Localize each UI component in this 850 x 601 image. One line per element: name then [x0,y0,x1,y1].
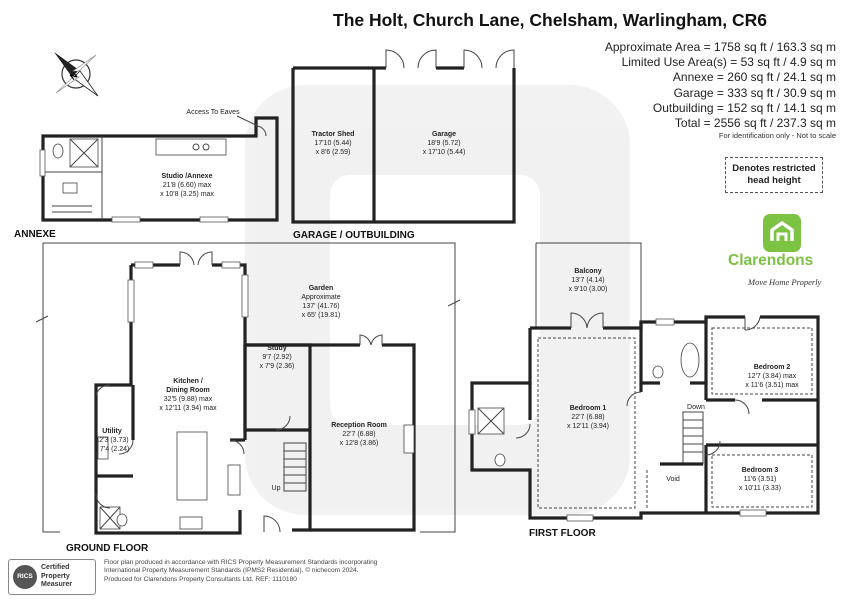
watermark-logo [245,85,630,515]
utility-dim2: x 7'4 (2.24) [95,446,130,453]
clarendons-logo-icon [763,214,801,252]
rics-logo-icon: RICS [13,565,37,589]
compass-icon: N [54,52,99,97]
garden-dim1: 137' (41.76) [302,303,339,310]
garage-plan [291,49,516,224]
reception-dim2: x 12'8 (3.86) [340,440,379,447]
area-annexe: Annexe = 260 sq ft / 24.1 sq m [672,70,836,85]
identification-note: For identification only - Not to scale [718,131,836,140]
studio-dim1: 21'8 (6.60) max [163,182,212,189]
area-limited-use: Limited Use Area(s) = 53 sq ft / 4.9 sq … [621,55,836,70]
kitchen-name-2: Dining Room [166,387,210,394]
studio-dim2: x 10'8 (3.25) max [160,191,214,198]
garage-dim1: 18'9 (5.72) [427,140,460,147]
garden-dim2: x 65' (19.81) [302,312,341,319]
annexe-section-label: ANNEXE [14,229,56,240]
area-summary: Approximate Area = 1758 sq ft / 163.3 sq… [605,40,836,131]
bedroom3-dim1: 11'6 (3.51) [744,476,777,483]
first-section-label: FIRST FLOOR [529,528,596,539]
reception-name: Reception Room [331,422,387,429]
annexe-plan [39,116,279,223]
void-label: Void [666,476,680,483]
compass-label: N [68,70,79,82]
footer-disclaimer: Floor plan produced in accordance with R… [104,559,424,584]
area-total: Total = 2556 sq ft / 237.3 sq m [674,116,836,131]
area-approximate: Approximate Area = 1758 sq ft / 163.3 sq… [604,40,836,54]
bedroom2-dim1: 12'7 (3.84) max [748,373,797,380]
ground-section-label: GROUND FLOOR [66,543,149,554]
footer-line-2: International Property Measurement Stand… [104,567,359,575]
restricted-height-key: Denotes restricted head height [725,157,823,193]
kitchen-dim1: 32'5 (9.88) max [164,396,213,403]
brand-tagline: Move Home Properly [748,277,822,287]
eaves-label: Access To Eaves [186,109,240,116]
tractor-dim1: 17'10 (5.44) [314,140,351,147]
ground-floor-plan [35,242,461,535]
stairs-down-label: Down [687,404,705,411]
balcony-name: Balcony [574,268,601,275]
rics-line-3: Measurer [41,581,73,588]
area-outbuilding: Outbuilding = 152 sq ft / 14.1 sq m [652,100,836,115]
tractor-name: Tractor Shed [312,131,355,138]
balcony-dim1: 13'7 (4.14) [571,277,604,284]
study-name: Study [267,345,287,352]
bedroom1-dim2: x 12'11 (3.94) [567,423,609,430]
rics-line-2: Property [41,572,70,580]
garage-dim2: x 17'10 (5.44) [423,149,466,156]
reception-dim1: 22'7 (6.88) [342,431,375,438]
stairs-up-label: Up [272,485,281,492]
garden-name: Garden [309,285,334,292]
garage-name: Garage [432,131,456,138]
bedroom3-name: Bedroom 3 [742,467,779,474]
study-dim2: x 7'9 (2.36) [260,363,295,370]
bedroom2-name: Bedroom 2 [754,364,791,371]
first-floor-plan [468,242,820,522]
utility-dim1: 12'3 (3.73) [95,437,128,444]
footer-line-1: Floor plan produced in accordance with R… [104,559,378,566]
garage-section-label: GARAGE / OUTBUILDING [293,230,415,241]
kitchen-dim2: x 12'11 (3.94) max [159,405,217,412]
garden-sub: Approximate [301,294,340,301]
tractor-dim2: x 8'6 (2.59) [316,149,351,156]
property-title: The Holt, Church Lane, Chelsham, Warling… [333,10,767,30]
rics-text: Certified Property Measurer [41,564,72,590]
bedroom1-name: Bedroom 1 [570,405,607,412]
brand-name: Clarendons [728,252,814,269]
study-dim1: 9'7 (2.92) [262,354,291,361]
bedroom2-dim2: x 11'6 (3.51) max [745,382,799,389]
balcony-dim2: x 9'10 (3.00) [569,286,608,293]
area-garage: Garage = 333 sq ft / 30.9 sq m [673,85,836,100]
bedroom1-dim1: 22'7 (6.88) [571,414,604,421]
rics-line-1: Certified [41,564,70,571]
bedroom3-dim2: x 10'11 (3.33) [739,485,781,492]
rics-badge: RICS Certified Property Measurer [8,559,96,595]
utility-name: Utility [102,428,122,435]
studio-name: Studio /Annexe [162,173,213,180]
kitchen-name-1: Kitchen / [173,378,203,385]
footer-line-3: Produced for Clarendons Property Consult… [104,575,297,583]
